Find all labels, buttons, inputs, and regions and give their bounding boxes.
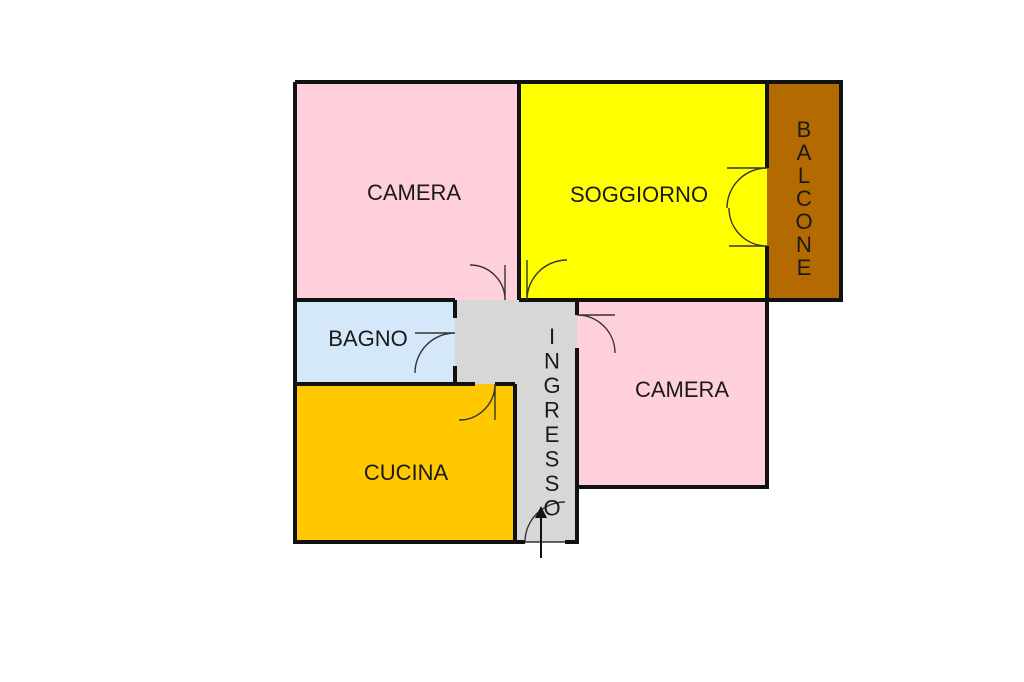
ingresso-letter: E — [545, 422, 560, 447]
room-camera-top — [295, 82, 519, 300]
balcone-letter: A — [797, 140, 812, 165]
ingresso-letter: I — [549, 324, 555, 349]
label-camera-top: CAMERA — [367, 180, 461, 205]
room-soggiorno — [519, 82, 767, 300]
ingresso-letter: N — [544, 349, 560, 374]
balcone-letter: O — [795, 209, 812, 234]
label-cucina: CUCINA — [364, 460, 449, 485]
room-balcone — [767, 82, 841, 300]
label-bagno: BAGNO — [328, 326, 407, 351]
label-camera-right: CAMERA — [635, 377, 729, 402]
room-bagno — [295, 300, 455, 384]
ingresso-letter: R — [544, 398, 560, 423]
balcone-letter: N — [796, 232, 812, 257]
balcone-letter: L — [798, 163, 810, 188]
ingresso-letter: S — [545, 447, 560, 472]
balcone-letter: B — [797, 117, 812, 142]
room-ingresso-corridor — [515, 300, 577, 542]
ingresso-letter: O — [543, 496, 560, 521]
walls — [293, 80, 843, 544]
balcone-letter: E — [797, 255, 812, 280]
ingresso-letter: G — [543, 373, 560, 398]
entrance-arrow-icon — [535, 506, 547, 558]
label-soggiorno: SOGGIORNO — [570, 182, 708, 207]
ingresso-letter: S — [545, 471, 560, 496]
door-swings — [414, 167, 768, 543]
balcone-letter: C — [796, 186, 812, 211]
room-cucina — [295, 384, 515, 542]
